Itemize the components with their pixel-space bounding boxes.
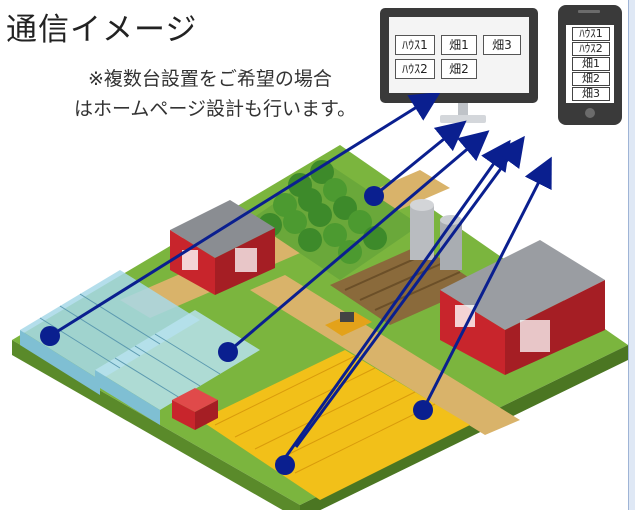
sensor-dot-icon bbox=[275, 455, 295, 475]
monitor-screen: ﾊｳｽ1 畑1 畑3 ﾊｳｽ2 畑2 bbox=[389, 17, 529, 93]
sensor-dot-icon bbox=[218, 342, 238, 362]
page-edge-bar bbox=[628, 0, 635, 510]
signal-arrow-field1 bbox=[278, 139, 511, 466]
phone-label-field2: 畑2 bbox=[572, 72, 610, 86]
monitor-label-field2: 畑2 bbox=[441, 59, 477, 79]
diagram-title: 通信イメージ bbox=[6, 12, 198, 48]
signal-arrow-house1 bbox=[49, 92, 441, 338]
monitor-label-house2: ﾊｳｽ2 bbox=[395, 59, 435, 79]
wheat-field-rows bbox=[214, 355, 436, 474]
signal-arrow-field2 bbox=[294, 135, 525, 448]
small-red-shed bbox=[172, 388, 218, 430]
tractor bbox=[325, 312, 372, 336]
signal-arrow-house2 bbox=[227, 130, 490, 354]
sensor-dot-icon bbox=[40, 326, 60, 346]
phone-label-field1: 畑1 bbox=[572, 57, 610, 71]
phone-screen: ﾊｳｽ1 ﾊｳｽ2 畑1 畑2 畑3 bbox=[566, 25, 614, 103]
greenhouses bbox=[20, 270, 260, 425]
monitor-label-field3: 畑3 bbox=[483, 35, 521, 55]
installation-note: ※複数台設置をご希望の場合 はホームページ設計も行います。 bbox=[74, 64, 356, 124]
sensor-dots bbox=[40, 186, 433, 475]
dirt-road-vertical bbox=[250, 275, 520, 435]
sensor-dot-icon bbox=[364, 186, 384, 206]
monitor-label-house1: ﾊｳｽ1 bbox=[395, 35, 435, 55]
big-red-barn bbox=[440, 240, 605, 375]
signal-arrow-orchard bbox=[373, 120, 467, 198]
phone-label-house2: ﾊｳｽ2 bbox=[572, 42, 610, 56]
wheat-field bbox=[200, 350, 470, 500]
signal-arrow-field3 bbox=[421, 156, 552, 411]
monitor-label-field1: 畑1 bbox=[441, 35, 477, 55]
phone-label-field3: 畑3 bbox=[572, 87, 610, 101]
orchard-trees bbox=[250, 160, 420, 280]
sensor-dot-icon bbox=[413, 400, 433, 420]
phone-label-house1: ﾊｳｽ1 bbox=[572, 27, 610, 41]
note-line-2: はホームページ設計も行います。 bbox=[74, 98, 357, 120]
note-line-1: ※複数台設置をご希望の場合 bbox=[88, 68, 332, 90]
